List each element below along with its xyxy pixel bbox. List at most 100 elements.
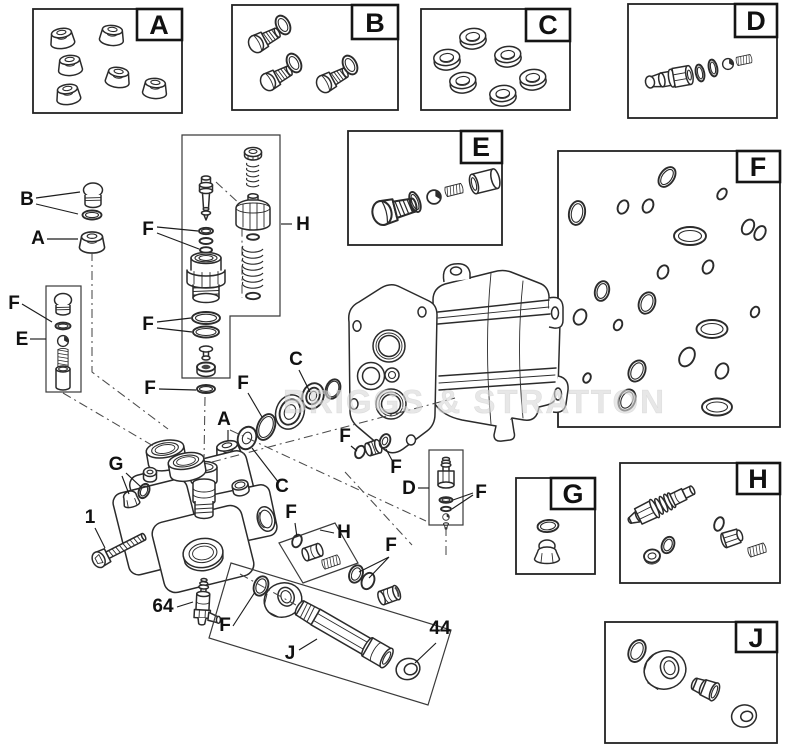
callout-e: E (16, 329, 29, 350)
tube-oring (252, 575, 270, 597)
thermal-relief-valve (193, 577, 222, 626)
callout-b: B (20, 189, 34, 210)
kit-box-e-tab (459, 129, 504, 165)
kit-g-plug (533, 539, 561, 565)
kit-j-cap (730, 704, 758, 728)
kit-box-b-label: B (365, 8, 385, 38)
manifold-bottom-port (182, 537, 224, 572)
kit-box-d-label: D (746, 6, 766, 36)
kit-box-f-label: F (750, 152, 767, 182)
callout-h-piston: H (337, 522, 351, 543)
tube-kit-frame (208, 562, 452, 706)
manifold-plug-g (122, 490, 141, 509)
tube-nut (263, 582, 303, 618)
kit-box-j-tab (734, 620, 779, 654)
callout-a-cap: A (217, 409, 231, 430)
manifold-port-2 (167, 451, 207, 483)
callout-a-left: A (31, 228, 45, 249)
crankcase-foot (493, 418, 516, 442)
tube-kit-group (208, 562, 452, 706)
kit-box-d: D (627, 2, 779, 119)
kit-f-orings (567, 166, 767, 417)
manifold-oring-g (137, 482, 151, 500)
callout-44: 44 (429, 618, 451, 639)
left-check-valve-inset (45, 285, 82, 393)
kit-box-f: F (557, 149, 782, 428)
tube-cap-44 (395, 657, 421, 681)
small-plug-group (354, 433, 392, 460)
brand-watermark: BRIGGS & STRATTON (283, 383, 666, 420)
callout-f-stack-1: F (142, 219, 154, 240)
callout-c-lower: C (275, 476, 289, 497)
callout-f-pair: F (385, 535, 397, 556)
kit-box-e-label: E (472, 132, 490, 162)
kit-box-g-tab (549, 476, 597, 511)
pump-crankcase (347, 262, 569, 454)
kit-box-j: J (604, 620, 779, 744)
callout-c-upper: C (289, 349, 303, 370)
manifold-block (91, 439, 278, 626)
chemical-valve-fitting (437, 456, 455, 489)
valve-poppet (198, 345, 214, 361)
manifold-port-1 (145, 439, 187, 472)
callout-f-left: F (8, 293, 20, 314)
kit-h-oring (660, 535, 676, 555)
callout-1: 1 (85, 507, 96, 528)
callout-g: G (109, 454, 124, 475)
inset-plug (53, 292, 73, 316)
kit-box-a: A (32, 7, 184, 114)
kit-box-g-label: G (562, 479, 583, 509)
thin-ring (324, 378, 342, 400)
kit-j-nut (643, 650, 687, 690)
unloader-column (235, 146, 271, 301)
kit-box-h: H (619, 461, 782, 584)
kit-box-c-tab (524, 7, 572, 43)
callout-64: 64 (152, 596, 174, 617)
kit-g-parts (533, 518, 561, 565)
inset-sleeve (55, 365, 71, 391)
kit-h-fitting (720, 528, 744, 549)
callout-f-tube: F (219, 615, 231, 636)
manifold-top-port-right (231, 479, 250, 497)
kit-box-a-tab (135, 7, 184, 42)
mounting-bolt (91, 532, 147, 569)
valve-seal-cup (196, 361, 216, 378)
kit-j-oring (627, 639, 647, 663)
small-washer (378, 433, 392, 449)
kit-b-plugs-orings (244, 14, 359, 96)
callout-f-stack-3: F (144, 378, 156, 399)
central-assembly-frame (181, 134, 281, 379)
kit-box-h-tab (735, 461, 782, 496)
kit-box-h-label: H (748, 464, 768, 494)
unloader-nut (243, 146, 263, 161)
drain-plug (82, 182, 104, 209)
valve-pin (442, 522, 450, 530)
callout-leader-lines (21, 191, 474, 664)
kit-h-unloader-valve (627, 485, 696, 525)
callout-f-valve: F (475, 482, 487, 503)
bearing-cup (274, 394, 306, 430)
manifold-right-port (256, 505, 276, 533)
callout-j: J (285, 643, 296, 664)
unloader-cap (235, 193, 271, 231)
kit-box-f-tab (735, 149, 782, 184)
kit-box-c-label: C (538, 10, 558, 40)
kit-box-d-tab (733, 2, 779, 39)
kit-box-e: E (347, 129, 504, 246)
kit-box-c: C (420, 7, 572, 111)
piston-barrel (301, 542, 324, 562)
assembly-axis-lines (62, 252, 456, 606)
piston-kit-frame (278, 522, 359, 584)
callout-f-plug-left: F (339, 426, 351, 447)
siphon-tube (294, 600, 394, 669)
shaft-seal (301, 382, 325, 410)
valve-stem (198, 175, 214, 221)
kit-e-check-valve-parts (368, 168, 501, 229)
valve-sleeve (468, 168, 501, 195)
outlet-plug (377, 584, 402, 606)
kit-box-a-label: A (149, 10, 169, 40)
callout-f-plug-right: F (390, 457, 402, 478)
kit-box-g: G (515, 476, 597, 575)
callout-f-seal: F (237, 373, 249, 394)
